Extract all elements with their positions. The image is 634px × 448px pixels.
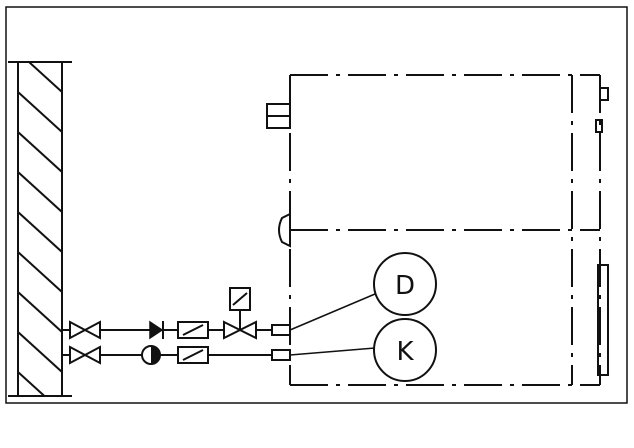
side-fitting: [595, 119, 603, 133]
burner-stub: [266, 103, 291, 129]
filter-upper: [177, 321, 209, 339]
connection-lower: [271, 349, 291, 361]
gauge-d: D: [373, 252, 437, 316]
check-valve: [149, 320, 164, 340]
sight-glass: [278, 212, 291, 248]
valve-lower: [69, 345, 101, 365]
connection-upper: [271, 324, 291, 336]
pump: [141, 345, 161, 365]
top-right-fitting: [599, 87, 609, 101]
filter-lower: [177, 346, 209, 364]
gauge-k: K: [373, 318, 437, 382]
gauge-k-label: K: [396, 337, 414, 367]
leader-lines: [289, 293, 376, 356]
valve-upper: [69, 320, 101, 340]
wall: [8, 61, 72, 397]
boiler-outline: [289, 74, 601, 386]
outer-frame: [5, 6, 628, 404]
solenoid-valve: [223, 287, 257, 340]
lower-side-panel: [597, 264, 609, 376]
gauge-d-label: D: [395, 271, 415, 301]
